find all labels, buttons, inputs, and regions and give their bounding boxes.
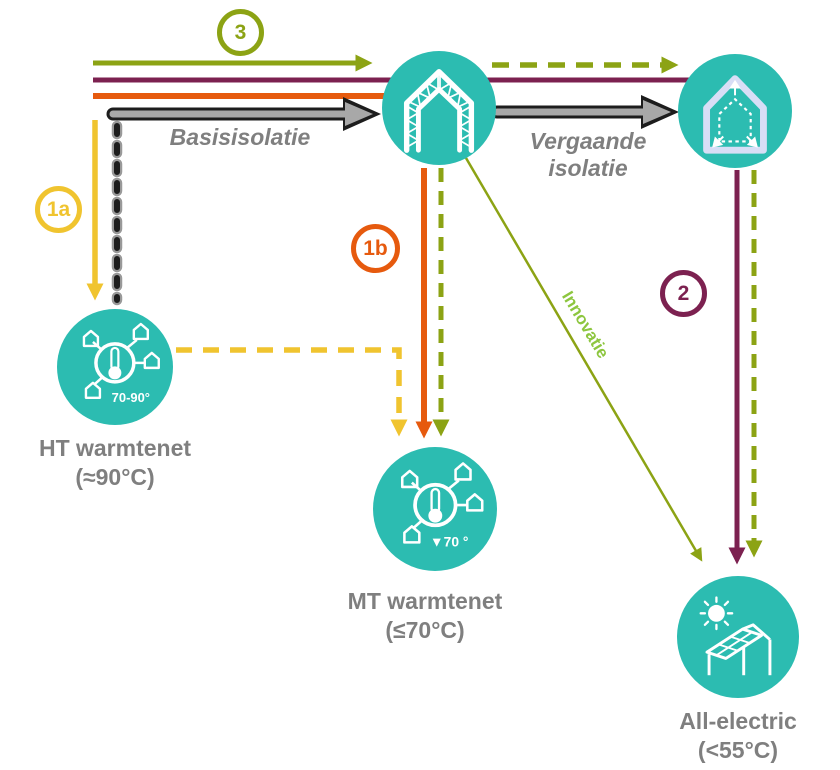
solar-house-icon <box>699 595 771 675</box>
mt-warmtenet-label: MT warmtenet (≤70°C) <box>325 587 525 645</box>
badge-step-3-label: 3 <box>234 20 247 44</box>
arrow-vergaande-isolatie <box>490 95 679 129</box>
vergaande-line2: isolatie <box>548 155 628 181</box>
vergaande-line1: Vergaande <box>529 128 647 154</box>
arrow-basisisolatie <box>106 97 381 131</box>
arrow-yellow-dashed-ht-to-mt <box>176 347 408 437</box>
badge-step-1b: 1b <box>351 224 400 273</box>
house-construction-icon <box>403 69 475 153</box>
house-insulated-node <box>678 54 792 168</box>
badge-step-1b-label: 1b <box>363 236 388 260</box>
ht-icon-temp-label: 70-90° <box>112 390 150 405</box>
house-insulated-icon <box>703 75 767 154</box>
all-electric-label: All-electric (<55°C) <box>640 707 836 765</box>
badge-step-1a-label: 1a <box>46 197 71 221</box>
house-basic-node <box>382 51 496 165</box>
ht-subtitle: (≈90°C) <box>75 464 155 490</box>
badge-step-3: 3 <box>217 9 264 56</box>
ht-warmtenet-node: 70-90° <box>57 309 173 425</box>
all-electric-title: All-electric <box>679 708 797 734</box>
badge-step-2: 2 <box>660 270 707 317</box>
all-electric-subtitle: (<55°C) <box>697 737 779 763</box>
heat-network-mt-icon: ▼70 ° <box>400 461 484 549</box>
ht-title: HT warmtenet <box>38 435 192 461</box>
badge-step-1a: 1a <box>35 186 82 233</box>
heat-network-ht-icon: 70-90° <box>82 322 161 405</box>
arrow-innovatie <box>464 157 703 562</box>
badge-step-2-label: 2 <box>677 281 690 305</box>
mt-title: MT warmtenet <box>347 588 503 614</box>
mt-icon-temp-label: ▼70 ° <box>430 533 469 549</box>
basisisolatie-label: Basisisolatie <box>169 124 311 150</box>
mt-subtitle: (≤70°C) <box>385 617 465 643</box>
mt-warmtenet-node: ▼70 ° <box>373 447 497 571</box>
ht-warmtenet-label: HT warmtenet (≈90°C) <box>15 434 215 492</box>
all-electric-node <box>677 576 799 698</box>
vergaande-isolatie-label: Vergaande isolatie <box>498 128 678 182</box>
